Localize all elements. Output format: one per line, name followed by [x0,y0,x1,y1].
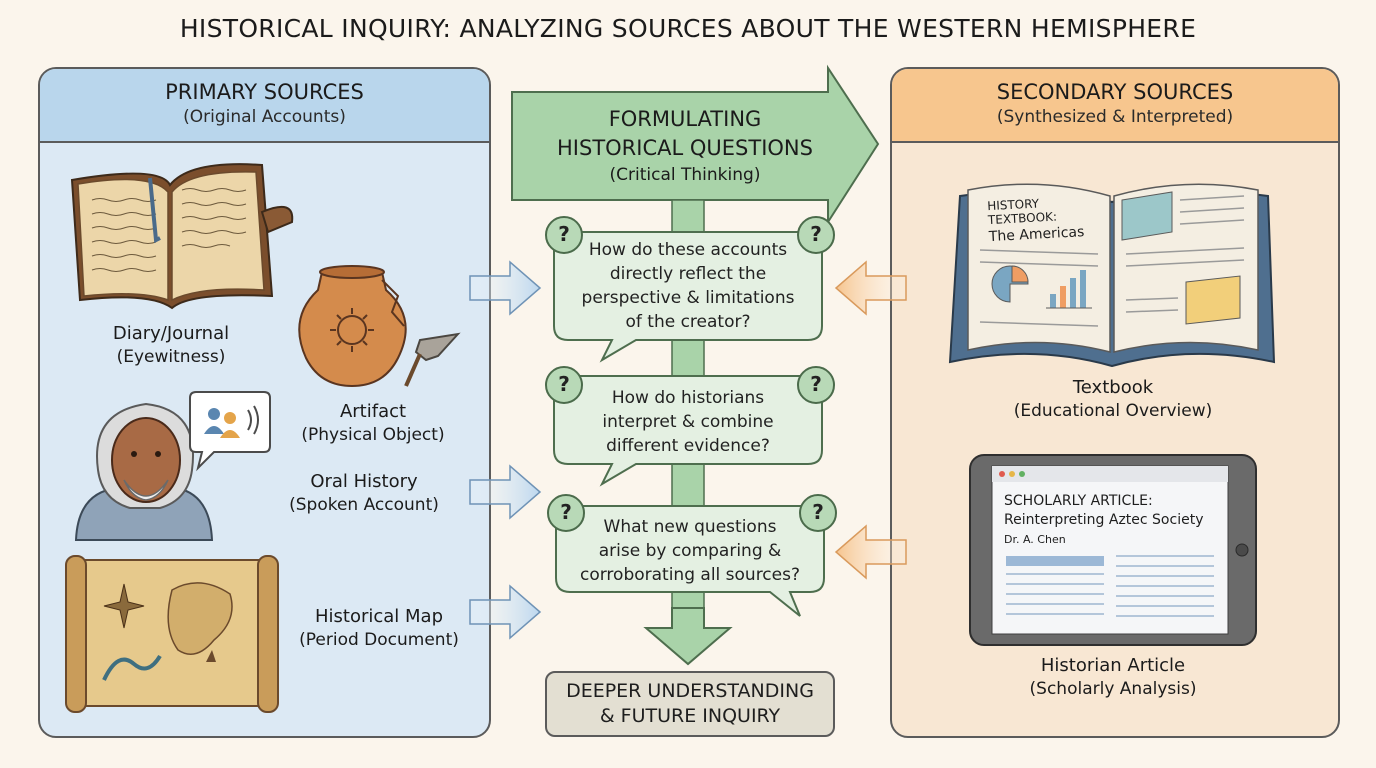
question-1-line: perspective & limitations [581,288,795,308]
caption-map-label: Historical Map [314,606,444,627]
caption-diary-label: Diary/Journal [112,323,230,344]
caption-artifact-sub: (Physical Object) [301,425,445,445]
primary-sources-header: PRIMARY SOURCES (Original Accounts) [40,69,489,143]
tablet-icon [969,454,1257,646]
conclusion-line2: & FUTURE INQUIRY [599,705,781,727]
question-2-line: How do historians [611,388,765,408]
primary-sources-subtitle: (Original Accounts) [183,107,346,127]
caption-oral-history-sub: (Spoken Account) [289,495,439,515]
caption-textbook-label: Textbook [1072,377,1154,398]
primary-to-questions-arrows [469,260,542,640]
question-1-text: How do these accounts directly reflect t… [566,238,810,334]
center-title-line1: FORMULATING [608,107,762,131]
caption-map-sub: (Period Document) [299,630,459,650]
center-subtitle: (Critical Thinking) [609,165,761,185]
article-header: SCHOLARLY ARTICLE: Reinterpreting Aztec … [1004,493,1224,546]
question-mark-icon: ? [799,494,837,532]
historical-map-icon [65,555,279,713]
question-1-line: directly reflect the [609,264,767,284]
diary-journal-icon [70,163,294,310]
caption-map: Historical Map (Period Document) [284,606,474,650]
conclusion-line1: DEEPER UNDERSTANDING [566,680,814,702]
arrowhead-icon [404,332,461,387]
question-mark-icon: ? [797,366,835,404]
caption-article: Historian Article (Scholarly Analysis) [990,655,1236,699]
secondary-sources-header: SECONDARY SOURCES (Synthesized & Interpr… [892,69,1338,143]
caption-diary: Diary/Journal (Eyewitness) [86,323,256,367]
question-2-line: interpret & combine [602,412,774,432]
question-1-line: of the creator? [625,312,751,332]
primary-sources-title: PRIMARY SOURCES [165,80,364,104]
question-2-text: How do historians interpret & combine di… [566,386,810,458]
article-author: Dr. A. Chen [1004,533,1066,546]
caption-article-sub: (Scholarly Analysis) [1029,679,1197,699]
textbook-icon [948,183,1276,368]
article-title-line1: SCHOLARLY ARTICLE: [1004,493,1153,509]
caption-article-label: Historian Article [1040,655,1186,676]
secondary-to-questions-arrows [834,260,907,580]
secondary-sources-subtitle: (Synthesized & Interpreted) [996,107,1234,127]
question-mark-icon: ? [797,216,835,254]
question-3-line: corroborating all sources? [579,565,800,585]
question-2-line: different evidence? [606,436,770,456]
question-1-line: How do these accounts [588,240,788,260]
caption-diary-sub: (Eyewitness) [116,347,226,367]
article-title-line2: Reinterpreting Aztec Society [1004,512,1204,528]
caption-oral-history-label: Oral History [310,471,418,492]
speech-bubble-icon [189,391,271,472]
question-3-text: What new questions arise by comparing & … [566,515,814,587]
caption-oral-history: Oral History (Spoken Account) [270,471,458,515]
conclusion-box: DEEPER UNDERSTANDING & FUTURE INQUIRY [545,671,835,737]
center-title-line2: HISTORICAL QUESTIONS [557,136,813,160]
page-title: HISTORICAL INQUIRY: ANALYZING SOURCES AB… [179,14,1197,43]
center-down-arrow [643,607,733,666]
caption-textbook-sub: (Educational Overview) [1013,401,1213,421]
textbook-cover-line1: HISTORY TEXTBOOK: [986,196,1058,228]
question-mark-icon: ? [547,494,585,532]
secondary-sources-title: SECONDARY SOURCES [996,80,1234,104]
clay-pot-icon [298,265,407,388]
elder-portrait-icon [74,402,214,541]
textbook-cover-title: HISTORY TEXTBOOK: The Americas [987,193,1109,245]
center-header: FORMULATING HISTORICAL QUESTIONS (Critic… [516,105,854,185]
caption-artifact-label: Artifact [339,401,407,422]
secondary-sources-panel: SECONDARY SOURCES (Synthesized & Interpr… [890,67,1340,738]
question-3-line: arise by comparing & [598,541,782,561]
question-3-line: What new questions [603,517,777,537]
question-mark-icon: ? [545,366,583,404]
caption-textbook: Textbook (Educational Overview) [990,377,1236,421]
caption-artifact: Artifact (Physical Object) [290,401,456,445]
question-mark-icon: ? [545,216,583,254]
center-header-arrow [511,64,880,226]
